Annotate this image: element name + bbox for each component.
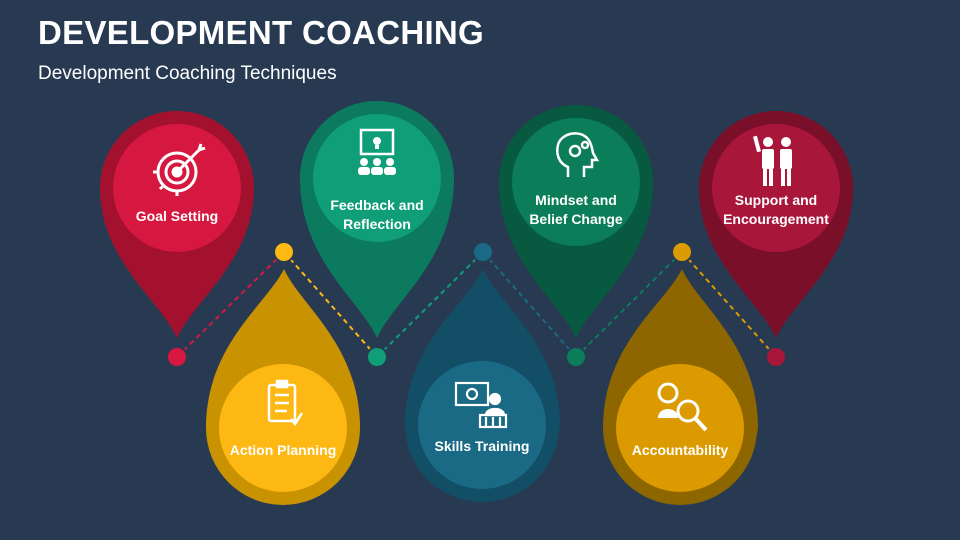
step-skills-training [405,241,560,502]
label-feedback-reflection: Feedback and Reflection [330,197,424,232]
presentation-audience-icon [358,128,396,175]
trainer-board-icon [454,381,508,429]
step-goal-setting [100,111,254,368]
label-accountability: Accountability [631,442,729,458]
connector-6 [681,251,777,358]
supporting-people-icon [752,135,792,186]
step-mindset-belief [499,105,653,368]
connector-5 [575,251,683,358]
step-feedback-reflection [300,101,454,368]
label-skills-training: Skills Training [434,438,530,454]
page-subtitle: Development Coaching Techniques [38,63,337,84]
connector-3 [376,251,484,358]
step-action-planning [206,241,360,505]
connector-lines [176,251,777,358]
connector-1 [176,251,285,358]
page-title: DEVELOPMENT COACHING [38,14,485,51]
label-goal-setting: Goal Setting [135,208,219,224]
label-action-planning: Action Planning [229,442,337,458]
checklist-clipboard-icon [267,379,304,427]
magnifier-person-icon [657,382,708,432]
target-gear-icon [153,143,206,196]
label-mindset-belief: Mindset and Belief Change [529,192,623,227]
head-gears-icon [556,132,600,177]
step-support-encouragement [699,111,853,368]
step-accountability [603,241,758,505]
label-support-encouragement: Support and Encouragement [723,192,829,227]
